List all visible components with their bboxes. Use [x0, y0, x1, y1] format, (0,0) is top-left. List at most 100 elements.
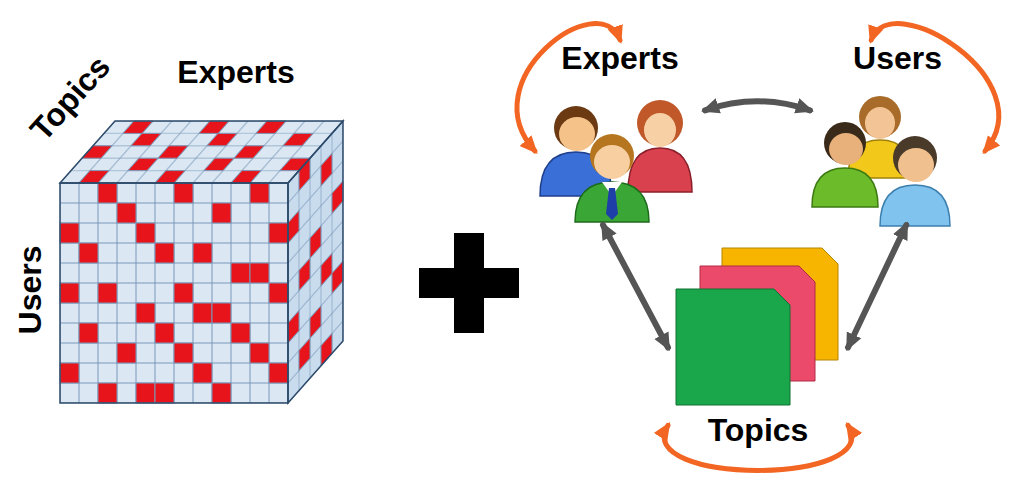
- filled-cell: [117, 343, 136, 363]
- filled-cell: [231, 263, 250, 283]
- filled-cell: [174, 283, 193, 303]
- filled-cell: [193, 303, 212, 323]
- experts-icon: [540, 100, 692, 222]
- person-hair: [554, 106, 598, 150]
- icon-node: Topics: [668, 245, 848, 450]
- filled-cell: [310, 306, 321, 338]
- person-face: [644, 113, 676, 147]
- filled-cell: [212, 203, 231, 223]
- filled-cell: [321, 333, 332, 365]
- filled-cell: [250, 183, 269, 203]
- filled-cell: [155, 383, 174, 403]
- person-body: [628, 148, 692, 192]
- filled-cell: [79, 171, 109, 183]
- filled-cell: [174, 183, 193, 203]
- filled-cell: [204, 158, 234, 170]
- filled-cell: [131, 133, 161, 145]
- cube-edge: [288, 121, 343, 403]
- filled-cell: [123, 121, 153, 133]
- filled-cell: [299, 338, 310, 370]
- filled-cell: [212, 383, 231, 403]
- node-label: Users: [810, 40, 985, 76]
- filled-cell: [321, 253, 332, 285]
- filled-cell: [269, 283, 288, 303]
- cube-edge: [60, 183, 288, 403]
- person-face: [829, 133, 863, 165]
- filled-cell: [310, 226, 321, 258]
- necktie: [606, 188, 618, 220]
- cube-right-face: [288, 121, 343, 403]
- self-loop-arrow: [517, 24, 620, 151]
- filled-cell: [158, 146, 188, 158]
- cube-front-face: [60, 183, 288, 403]
- node-label: Topics: [668, 412, 848, 448]
- filled-cell: [60, 223, 79, 243]
- filled-cell: [128, 158, 158, 170]
- filled-cell: [98, 283, 117, 303]
- filled-cell: [234, 146, 264, 158]
- person-body: [812, 168, 878, 207]
- filled-cell: [98, 183, 117, 203]
- filled-cell: [207, 133, 237, 145]
- filled-cell: [269, 363, 288, 383]
- person-hair: [590, 134, 634, 178]
- person-face: [898, 148, 934, 182]
- topics-icon: [676, 248, 838, 405]
- cube-edge: [60, 121, 343, 183]
- filled-cell: [288, 311, 299, 343]
- filled-cell: [299, 258, 310, 290]
- filled-cell: [321, 153, 332, 185]
- filled-cell: [155, 323, 174, 343]
- filled-cell: [250, 343, 269, 363]
- plus-sign: [419, 233, 519, 333]
- filled-cell: [136, 223, 155, 243]
- relation-arrow: [848, 225, 906, 348]
- filled-cell: [136, 303, 155, 323]
- filled-cell: [60, 363, 79, 383]
- self-loop-arrow: [871, 24, 998, 151]
- filled-cell: [231, 171, 261, 183]
- filled-cell: [199, 121, 229, 133]
- filled-cell: [269, 223, 288, 243]
- users-icon: [812, 96, 950, 226]
- filled-cell: [288, 211, 299, 243]
- filled-cell: [250, 263, 269, 283]
- filled-cell: [60, 283, 79, 303]
- filled-cell: [283, 133, 313, 145]
- axis-label: Topics: [23, 49, 117, 148]
- self-loop-arrow: [664, 425, 852, 470]
- grid-face: [60, 183, 288, 403]
- filled-cell: [231, 323, 250, 343]
- person-hair: [637, 100, 683, 146]
- person-hair: [859, 96, 901, 138]
- filled-cell: [155, 243, 174, 263]
- filled-cell: [155, 171, 185, 183]
- filled-cell: [79, 323, 98, 343]
- tensor-cube: [60, 121, 343, 403]
- axis-label: Users: [12, 246, 48, 335]
- filled-cell: [256, 121, 286, 133]
- person-face: [865, 107, 895, 139]
- icon-node: Experts: [535, 40, 705, 225]
- grid-face: [288, 121, 343, 403]
- filled-cell: [332, 181, 343, 213]
- filled-cell: [212, 303, 231, 323]
- person-hair: [824, 122, 866, 164]
- node-label: Experts: [535, 40, 705, 76]
- filled-cell: [117, 203, 136, 223]
- filled-cell: [332, 261, 343, 293]
- relation-arrow: [705, 101, 810, 110]
- filled-cell: [136, 383, 155, 403]
- filled-cell: [193, 243, 212, 263]
- person-face: [559, 117, 595, 151]
- person-body: [575, 182, 649, 222]
- filled-cell: [98, 383, 117, 403]
- page: [676, 289, 790, 405]
- icon-node: Users: [810, 40, 985, 225]
- person-body: [880, 185, 950, 226]
- person-face: [594, 145, 630, 179]
- axis-label: Experts: [177, 54, 294, 90]
- relation-arrow: [603, 225, 668, 348]
